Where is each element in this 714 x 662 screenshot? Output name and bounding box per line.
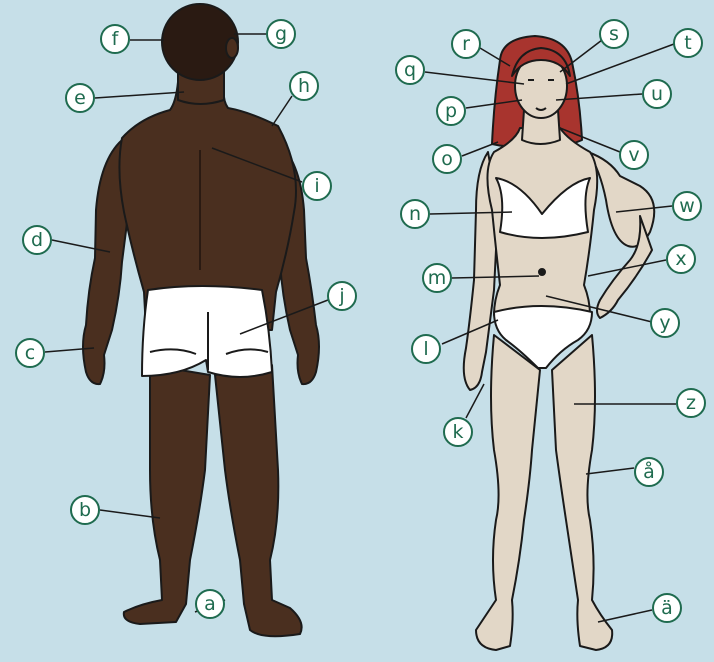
label-l: l — [411, 334, 441, 364]
label-b: b — [70, 495, 100, 525]
woman-figure — [464, 36, 654, 650]
label-m: m — [422, 263, 452, 293]
label-e: e — [65, 83, 95, 113]
label-x: x — [666, 244, 696, 274]
label-a-umlaut: ä — [652, 593, 682, 623]
leader-ae — [598, 610, 652, 622]
label-n: n — [400, 199, 430, 229]
label-w: w — [672, 191, 702, 221]
label-q: q — [395, 55, 425, 85]
label-g: g — [266, 19, 296, 49]
label-j: j — [327, 281, 357, 311]
label-v: v — [619, 140, 649, 170]
label-f: f — [100, 24, 130, 54]
label-h: h — [289, 71, 319, 101]
leader-h — [272, 96, 292, 126]
leader-t — [566, 44, 674, 84]
label-a-ring: å — [634, 457, 664, 487]
label-o: o — [432, 144, 462, 174]
label-c: c — [15, 338, 45, 368]
man-figure — [83, 4, 319, 636]
label-i: i — [302, 171, 332, 201]
label-s: s — [599, 19, 629, 49]
label-d: d — [22, 225, 52, 255]
label-y: y — [650, 308, 680, 338]
label-r: r — [451, 29, 481, 59]
leader-aa — [586, 468, 634, 474]
label-u: u — [642, 79, 672, 109]
label-z: z — [676, 388, 706, 418]
label-a: a — [195, 589, 225, 619]
label-p: p — [436, 96, 466, 126]
leader-e — [95, 92, 184, 98]
label-t: t — [673, 28, 703, 58]
label-k: k — [443, 417, 473, 447]
